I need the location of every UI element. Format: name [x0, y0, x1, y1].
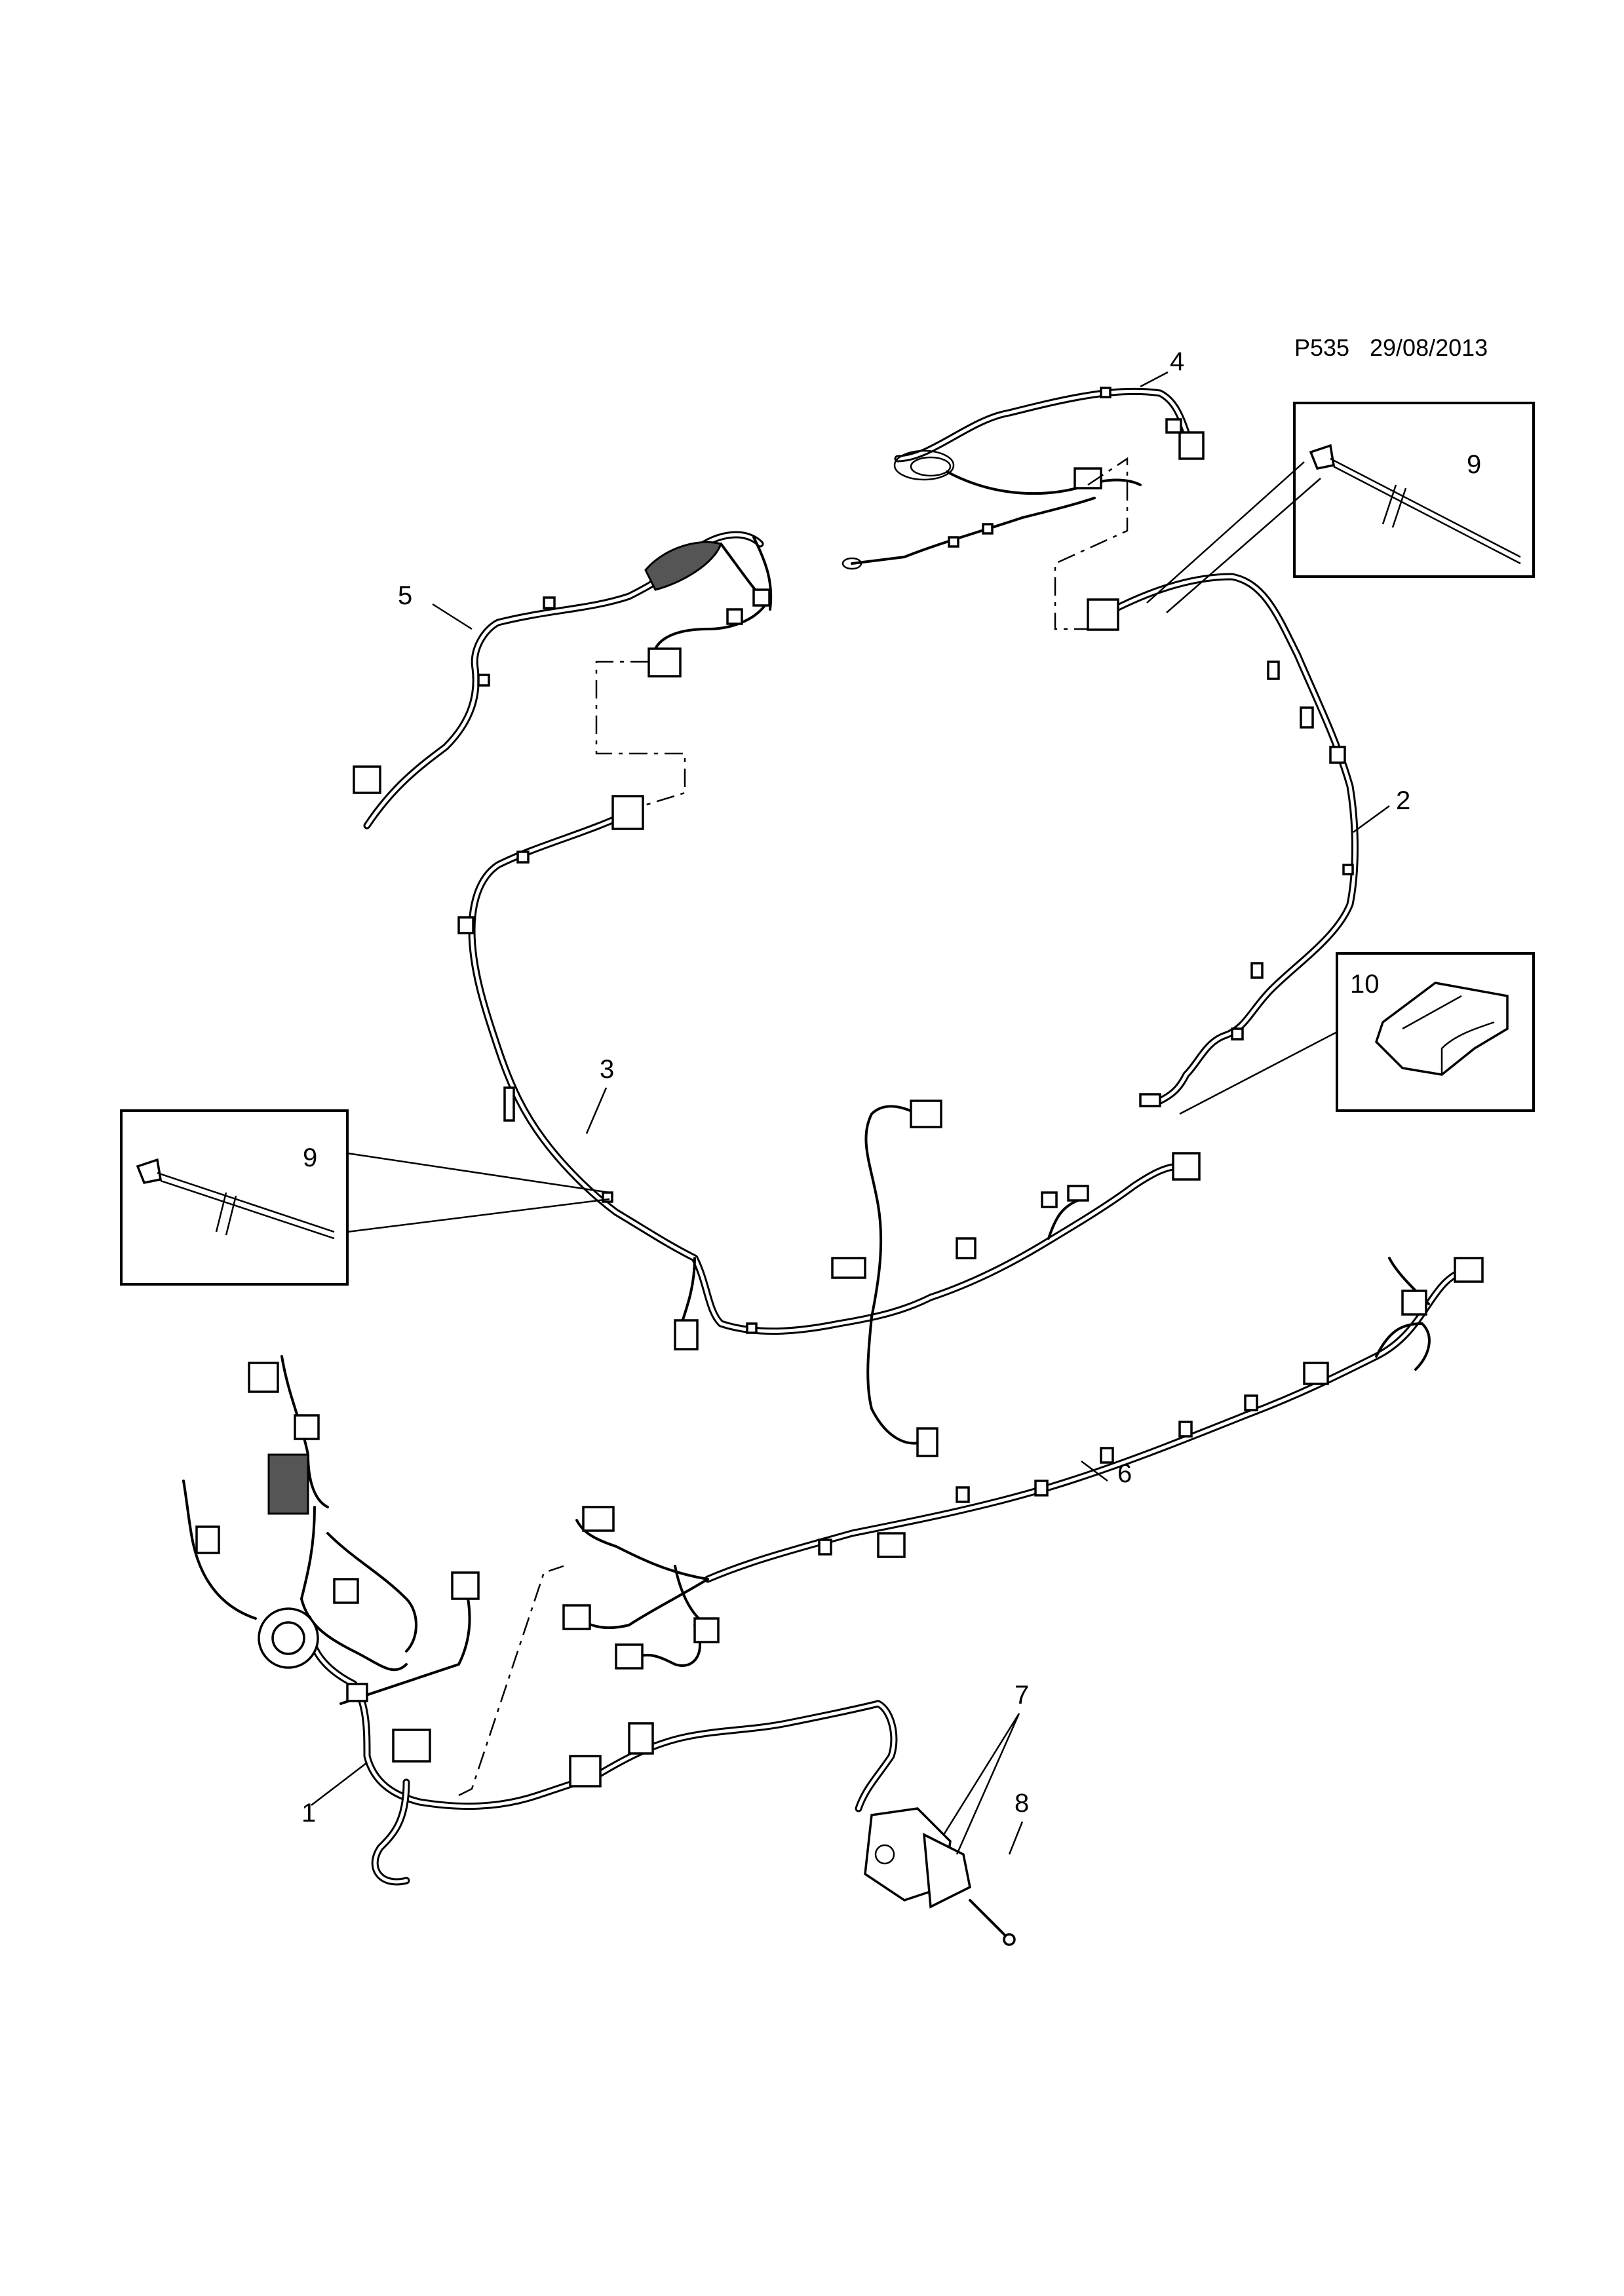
callout-7: 7 — [1015, 1681, 1029, 1710]
harness-5 — [353, 531, 773, 830]
diagram-code: P535 — [1294, 334, 1350, 361]
callout-6: 6 — [1117, 1459, 1132, 1488]
callout-8: 8 — [1015, 1789, 1029, 1818]
detail-box-9-right — [1146, 402, 1535, 613]
leader-lines — [311, 371, 1390, 1855]
callout-1: 1 — [301, 1799, 316, 1827]
diagram-date: 29/08/2013 — [1370, 334, 1488, 361]
callout-4: 4 — [1170, 347, 1184, 376]
callout-2: 2 — [1396, 786, 1410, 815]
callout-5: 5 — [398, 581, 412, 610]
harness-6 — [562, 1257, 1484, 1670]
link-line-4-2 — [1054, 457, 1129, 630]
callout-9-right: 9 — [1467, 450, 1481, 479]
link-line-5-3 — [595, 660, 686, 807]
harness-1 — [182, 1355, 1016, 1946]
detail-box-10 — [1179, 952, 1535, 1115]
link-line-6-1 — [458, 1565, 564, 1797]
callout-3: 3 — [600, 1055, 614, 1084]
harness-2 — [1087, 573, 1359, 1107]
callout-10: 10 — [1350, 970, 1380, 999]
callout-9-left: 9 — [303, 1143, 317, 1172]
detail-box-9-left — [120, 1109, 610, 1286]
harness-4 — [841, 387, 1205, 570]
harness-3 — [457, 795, 1201, 1457]
